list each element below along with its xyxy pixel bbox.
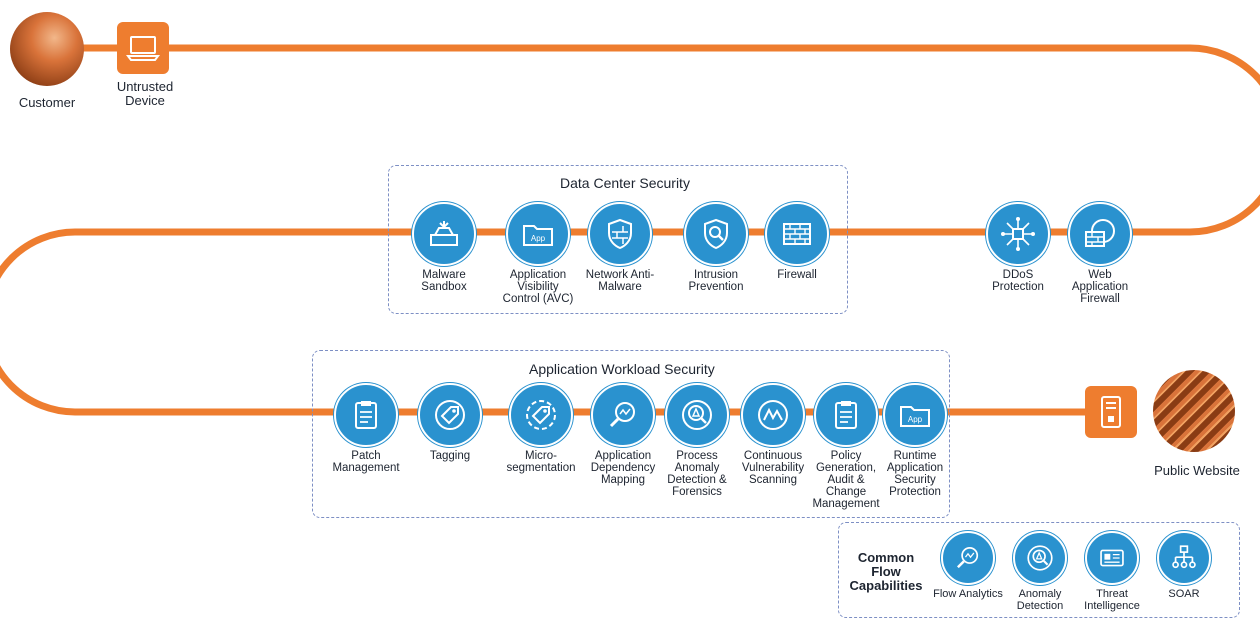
node-network-anti-malware[interactable]: Network Anti-Malware [580,202,660,293]
magnifier-icon [957,547,979,569]
common-flow-capabilities-title: Common Flow Capabilities [849,550,923,593]
app-folder-icon: App [523,225,553,246]
node-runtime-application-security[interactable]: App Runtime Application Security Protect… [880,383,950,498]
node-label: Anomaly Detection [1016,588,1064,612]
node-patch-management[interactable]: Patch Management [328,383,404,474]
node-circle[interactable] [765,202,829,266]
node-circle[interactable] [665,383,729,447]
node-label: Malware Sandbox [421,269,467,293]
node-circle[interactable] [334,383,398,447]
node-label: Application Dependency Mapping [590,450,656,486]
node-label: Patch Management [332,450,400,474]
node-label: Continuous Vulnerability Scanning [741,450,805,486]
node-label: Flow Analytics [933,588,1003,600]
segment-tag-icon [526,400,556,430]
node-soar[interactable]: SOAR [1149,531,1219,600]
svg-text:App: App [908,415,923,424]
node-label: Network Anti-Malware [585,269,655,293]
node-circle[interactable] [509,383,573,447]
node-label: SOAR [1168,588,1200,600]
node-circle[interactable]: App [506,202,570,266]
node-circle[interactable] [412,202,476,266]
server-icon [1085,386,1137,438]
common-flow-capabilities-group [838,522,1240,618]
application-workload-security-title: Application Workload Security [529,361,715,377]
network-hub-icon [1001,217,1035,251]
sandbox-icon [430,221,458,246]
tag-icon [435,400,465,430]
customer-avatar [10,12,84,86]
clipboard-icon [355,401,377,429]
node-circle[interactable] [741,383,805,447]
node-micro-segmentation[interactable]: Micro-segmentation [501,383,581,474]
node-circle[interactable] [1085,531,1139,585]
node-label: Policy Generation, Audit & Change Manage… [812,450,880,510]
public-website-label: Public Website [1154,463,1240,478]
node-label: DDoS Protection [992,269,1044,293]
node-label: Firewall [777,269,817,281]
svg-text:App: App [531,234,546,243]
node-label: Application Visibility Control (AVC) [502,269,574,305]
node-firewall[interactable]: Firewall [762,202,832,281]
hierarchy-icon [1172,545,1196,569]
node-circle[interactable] [588,202,652,266]
node-policy-generation[interactable]: Policy Generation, Audit & Change Manage… [806,383,886,510]
node-label: Intrusion Prevention [688,269,744,293]
data-center-security-title: Data Center Security [560,175,690,191]
brick-wall-icon [783,223,811,245]
node-web-application-firewall[interactable]: Web Application Firewall [1065,202,1135,305]
id-card-icon [1100,549,1124,567]
node-malware-sandbox[interactable]: Malware Sandbox [409,202,479,293]
node-threat-intelligence[interactable]: Threat Intelligence [1077,531,1147,612]
shield-search-icon [704,218,728,250]
anomaly-icon [1027,545,1053,571]
node-circle[interactable] [986,202,1050,266]
node-continuous-vulnerability-scanning[interactable]: Continuous Vulnerability Scanning [733,383,813,486]
node-circle[interactable] [591,383,655,447]
clipboard-icon [835,401,857,429]
node-circle[interactable] [814,383,878,447]
node-circle[interactable] [1068,202,1132,266]
anomaly-icon [682,400,712,430]
node-intrusion-prevention[interactable]: Intrusion Prevention [676,202,756,293]
node-circle[interactable] [941,531,995,585]
customer-label: Customer [18,95,76,110]
node-circle[interactable]: App [883,383,947,447]
node-label: Tagging [429,450,471,462]
node-tagging[interactable]: Tagging [415,383,485,462]
node-circle[interactable] [684,202,748,266]
node-label: Process Anomaly Detection & Forensics [667,450,727,498]
node-application-dependency-mapping[interactable]: Application Dependency Mapping [583,383,663,486]
magnifier-icon [609,402,635,428]
public-website-image [1153,370,1235,452]
node-process-anomaly-detection[interactable]: Process Anomaly Detection & Forensics [659,383,735,498]
untrusted-device-icon [117,22,169,74]
node-label: Micro-segmentation [506,450,576,474]
node-label: Web Application Firewall [1071,269,1129,305]
application-workload-security-group [312,350,950,518]
node-label: Runtime Application Security Protection [886,450,944,498]
scan-icon [758,400,788,430]
node-circle[interactable] [418,383,482,447]
node-ddos-protection[interactable]: DDoS Protection [983,202,1053,293]
shield-wall-icon [608,218,632,250]
globe-firewall-icon [1085,219,1115,247]
node-label: Threat Intelligence [1084,588,1140,612]
node-circle[interactable] [1013,531,1067,585]
data-center-security-group [388,165,848,314]
node-anomaly-detection[interactable]: Anomaly Detection [1005,531,1075,612]
node-circle[interactable] [1157,531,1211,585]
node-flow-analytics[interactable]: Flow Analytics [933,531,1003,600]
node-application-visibility-control[interactable]: App Application Visibility Control (AVC) [498,202,578,305]
app-folder-icon: App [900,406,930,427]
untrusted-device-label: Untrusted Device [116,79,174,108]
